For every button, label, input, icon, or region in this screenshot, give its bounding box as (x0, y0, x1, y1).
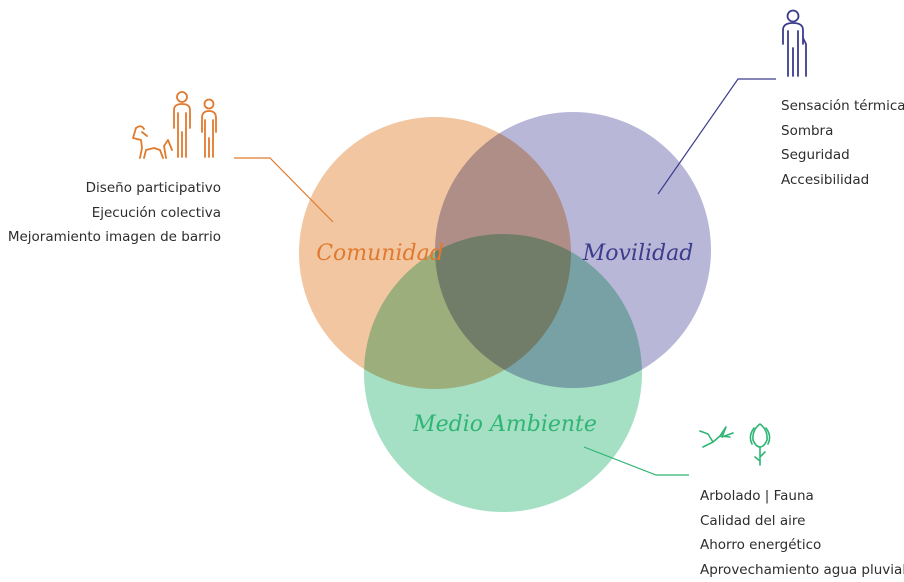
list-item: Aprovechamiento agua pluvial (700, 561, 904, 578)
connector-comunidad (234, 157, 334, 223)
comunidad-icons (132, 91, 217, 159)
connector-movilidad (657, 78, 776, 195)
list-item: Seguridad (781, 147, 850, 163)
list-movilidad: Sensación térmica Sombra Seguridad Acces… (781, 94, 904, 192)
dog-icon (132, 125, 173, 159)
list-item: Sensación térmica (781, 98, 904, 114)
circle-medio-ambiente (364, 234, 642, 512)
list-item: Ahorro energético (700, 537, 822, 553)
medio-ambiente-icons (699, 423, 771, 466)
list-item: Calidad del aire (700, 512, 806, 529)
child-person-icon (201, 98, 217, 158)
list-item: Accesibilidad (781, 171, 870, 188)
label-medio-ambiente: Medio Ambiente (412, 412, 597, 437)
list-comunidad: Diseño participativo Ejecución colectiva… (8, 176, 221, 250)
list-item: Ejecución colectiva (91, 204, 221, 221)
label-movilidad: Movilidad (582, 241, 694, 266)
list-item: Mejoramiento imagen de barrio (7, 229, 221, 245)
label-comunidad: Comunidad (316, 241, 444, 266)
flower-icon (749, 423, 771, 466)
list-medio-ambiente: Arbolado | Fauna Calidad del aire Ahorro… (700, 484, 904, 582)
circles-group (299, 112, 711, 512)
list-item: Sombra (781, 122, 834, 139)
hummingbird-icon (699, 426, 734, 448)
list-item: Diseño participativo (85, 180, 221, 196)
adult-person-icon (173, 91, 191, 158)
list-item: Arbolado | Fauna (700, 488, 814, 504)
elderly-person-with-cane-icon (782, 9, 807, 77)
connector-medio-ambiente (583, 446, 689, 476)
